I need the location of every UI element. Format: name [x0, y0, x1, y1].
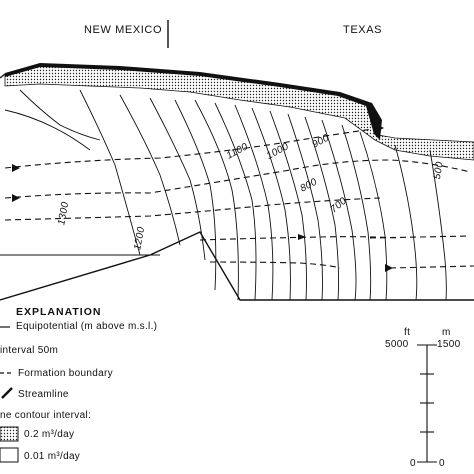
scale-top-ft: 5000 [385, 339, 409, 350]
legend-item-equipotential: Equipotential (m above m.s.l.) [16, 321, 158, 332]
section-outline [0, 73, 474, 301]
state-label-new-mexico: NEW MEXICO [84, 24, 163, 36]
state-label-texas: TEXAS [343, 24, 383, 36]
scale-unit-m: m [442, 327, 451, 338]
streamlines [4, 127, 474, 269]
scale-top-m: 1500 [437, 339, 461, 350]
scale-unit-ft: ft [404, 327, 411, 338]
equipotential-lines [4, 89, 447, 301]
legend-swatch-plain [0, 447, 19, 463]
legend-item-streamline: Streamline [18, 389, 69, 400]
legend-item-formation-boundary: Formation boundary [18, 368, 113, 379]
legend-title: EXPLANATION [16, 306, 102, 318]
legend-symbols [0, 326, 19, 463]
flow-arrows [12, 124, 393, 272]
scale-bottom-ft: 0 [410, 458, 416, 469]
legend-item-flux-low: 0.01 m³/day [24, 451, 81, 462]
legend-item-contour-interval: ne contour interval: [0, 410, 92, 421]
legend-item-flux-high: 0.2 m³/day [24, 429, 75, 440]
legend-swatch-dotted [0, 426, 19, 442]
scale-bottom-m: 0 [439, 458, 445, 469]
scale-bar [417, 344, 437, 463]
legend-item-interval: interval 50m [0, 345, 59, 356]
